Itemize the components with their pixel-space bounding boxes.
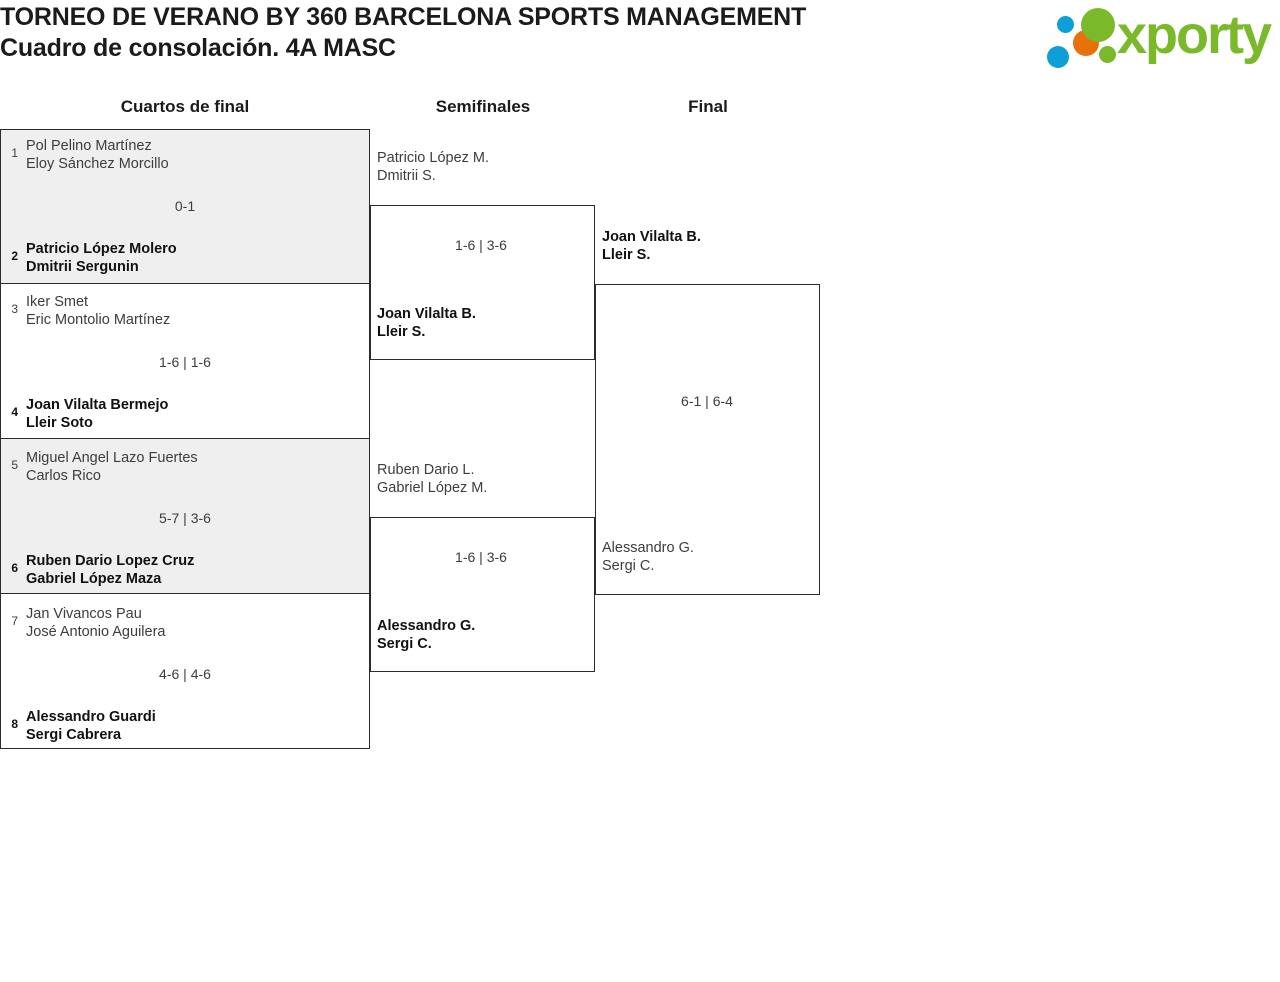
match-box-qf-4[interactable] (0, 594, 370, 749)
player-name: Eloy Sánchez Morcillo (26, 156, 169, 172)
tournament-title-line-1: TORNEO DE VERANO BY 360 BARCELONA SPORTS… (0, 3, 807, 31)
score-final: 6-1 | 6-4 (681, 393, 733, 409)
match-box-qf-3[interactable] (0, 439, 370, 594)
score-sf-2: 1-6 | 3-6 (455, 549, 507, 565)
logo-dots-icon (1041, 5, 1125, 68)
player-pair-qf-1-bottom: Patricio López Molero Dmitrii Sergunin (26, 240, 177, 276)
match-box-sf-1[interactable] (370, 205, 595, 360)
player-pair-final-bottom: Alessandro G. Sergi C. (602, 539, 694, 575)
player-name: Pol Pelino Martínez (26, 138, 152, 154)
tournament-subtitle-line-2: Cuadro de consolación. 4A MASC (0, 34, 396, 62)
seed-qf-3-top: 5 (11, 458, 18, 472)
player-name: Sergi Cabrera (26, 727, 122, 743)
match-box-sf-2[interactable] (370, 517, 595, 672)
player-name: José Antonio Aguilera (26, 624, 166, 640)
player-name: Lleir Soto (26, 415, 93, 431)
player-name: Joan Vilalta Bermejo (26, 397, 169, 413)
player-name: Eric Montolio Martínez (26, 312, 171, 328)
seed-qf-1-bottom: 2 (11, 249, 18, 263)
player-name: Alessandro Guardi (26, 709, 156, 725)
seed-qf-4-bottom: 8 (11, 717, 18, 731)
xporty-logo[interactable]: xporty (1041, 5, 1273, 68)
player-pair-qf-2-top: Iker Smet Eric Montolio Martínez (26, 293, 170, 329)
tournament-title: TORNEO DE VERANO BY 360 BARCELONA SPORTS… (0, 2, 1000, 64)
score-qf-1: 0-1 (174, 198, 196, 214)
player-name: Patricio López Molero (26, 241, 177, 257)
player-pair-qf-4-bottom: Alessandro Guardi Sergi Cabrera (26, 708, 156, 744)
player-name: Ruben Dario Lopez Cruz (26, 553, 195, 569)
dot-blue-small-icon (1057, 16, 1074, 33)
player-name: Lleir S. (602, 247, 651, 263)
player-name: Alessandro G. (602, 540, 694, 556)
dot-green-large-icon (1081, 8, 1115, 42)
dot-blue-large-icon (1047, 46, 1069, 68)
player-pair-qf-3-top: Miguel Angel Lazo Fuertes Carlos Rico (26, 449, 198, 485)
player-name: Sergi C. (602, 558, 655, 574)
player-pair-qf-1-top: Pol Pelino Martínez Eloy Sánchez Morcill… (26, 137, 169, 173)
seed-qf-2-top: 3 (11, 302, 18, 316)
seed-qf-2-bottom: 4 (11, 405, 18, 419)
player-pair-final-top: Joan Vilalta B. Lleir S. (602, 228, 701, 264)
round-header-quarterfinals: Cuartos de final (120, 97, 250, 116)
player-pair-sf-1-bottom: Joan Vilalta B. Lleir S. (377, 305, 476, 341)
player-name: Ruben Dario L. (377, 462, 475, 478)
round-header-semifinals: Semifinales (435, 97, 531, 116)
player-name: Dmitrii S. (377, 168, 436, 184)
round-header-final: Final (688, 97, 728, 116)
player-name: Gabriel López M. (377, 480, 488, 496)
player-pair-sf-1-top: Patricio López M. Dmitrii S. (377, 149, 489, 185)
player-name: Joan Vilalta B. (377, 306, 476, 322)
dot-green-small-icon (1099, 46, 1116, 63)
player-pair-qf-4-top: Jan Vivancos Pau José Antonio Aguilera (26, 605, 165, 641)
player-name: Jan Vivancos Pau (26, 606, 142, 622)
score-qf-4: 4-6 | 4-6 (159, 666, 211, 682)
seed-qf-4-top: 7 (11, 614, 18, 628)
player-name: Iker Smet (26, 294, 89, 310)
score-qf-2: 1-6 | 1-6 (159, 354, 211, 370)
match-box-final[interactable] (595, 284, 820, 595)
player-name: Alessandro G. (377, 618, 476, 634)
score-qf-3: 5-7 | 3-6 (159, 510, 211, 526)
logo-wordmark: xporty (1117, 5, 1272, 65)
player-name: Joan Vilalta B. (602, 229, 701, 245)
score-sf-1: 1-6 | 3-6 (455, 237, 507, 253)
player-name: Lleir S. (377, 324, 426, 340)
player-pair-sf-2-bottom: Alessandro G. Sergi C. (377, 617, 475, 653)
player-name: Dmitrii Sergunin (26, 259, 139, 275)
player-pair-qf-2-bottom: Joan Vilalta Bermejo Lleir Soto (26, 396, 168, 432)
player-pair-qf-3-bottom: Ruben Dario Lopez Cruz Gabriel López Maz… (26, 552, 194, 588)
player-name: Patricio López M. (377, 150, 490, 166)
match-box-qf-2[interactable] (0, 284, 370, 439)
player-name: Miguel Angel Lazo Fuertes (26, 450, 198, 466)
player-name: Carlos Rico (26, 468, 101, 484)
page-header: TORNEO DE VERANO BY 360 BARCELONA SPORTS… (0, 0, 1280, 76)
seed-qf-3-bottom: 6 (11, 561, 18, 575)
seed-qf-1-top: 1 (11, 146, 18, 160)
match-box-qf-1[interactable] (0, 129, 370, 284)
player-pair-sf-2-top: Ruben Dario L. Gabriel López M. (377, 461, 487, 497)
player-name: Sergi C. (377, 636, 432, 652)
player-name: Gabriel López Maza (26, 571, 162, 587)
